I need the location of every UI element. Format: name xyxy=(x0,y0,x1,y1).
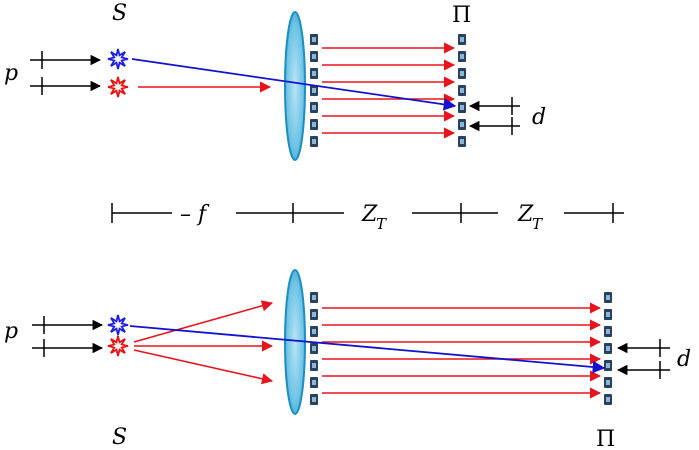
period-dimension-top xyxy=(468,97,520,135)
top-panel: S Π p d xyxy=(4,1,546,161)
star-burst-icon xyxy=(107,335,129,357)
red-rays-collimated-top xyxy=(322,42,456,139)
grating-slit-window xyxy=(312,105,316,110)
grating-slit-icon xyxy=(310,292,318,405)
grating-slit-window xyxy=(460,37,464,42)
screen-label-bottom: Π xyxy=(596,427,615,450)
star-burst-shape xyxy=(107,48,129,70)
grating-slit-window xyxy=(606,397,610,402)
blue-ray-top xyxy=(131,58,457,111)
talbot-length-label-1: Z xyxy=(361,202,378,227)
grating-slit-window xyxy=(312,380,316,385)
grating-slit-window xyxy=(312,88,316,93)
grating-slit-window xyxy=(460,88,464,93)
grating-slit-window xyxy=(606,346,610,351)
screen-label-top: Π xyxy=(452,3,471,28)
blue-ray-bottom xyxy=(129,325,606,374)
grating-slit-window xyxy=(312,397,316,402)
bottom-panel: p d S Π xyxy=(4,269,691,450)
star-burst-shape xyxy=(107,335,129,357)
grating-slit-window xyxy=(460,54,464,59)
grating-slit-window xyxy=(312,54,316,59)
red-rays-diverging-bottom xyxy=(133,300,274,385)
grating-slit-window xyxy=(460,71,464,76)
focal-length-label: – f xyxy=(180,202,210,227)
period-dimension-bottom xyxy=(616,339,670,379)
grating-slit-window xyxy=(312,295,316,300)
grating-slit-window xyxy=(460,122,464,127)
talbot-length-label-2: Z xyxy=(517,202,534,227)
grating-slit-window xyxy=(312,329,316,334)
star-burst-icon xyxy=(107,76,129,98)
grating-slit-window xyxy=(606,295,610,300)
lens-icon xyxy=(284,11,306,161)
grating-slit-window xyxy=(312,122,316,127)
grating-slit-window xyxy=(312,139,316,144)
pitch-dimension-top xyxy=(30,51,102,95)
period-label-bottom: d xyxy=(677,347,691,372)
grating-slit-window xyxy=(312,71,316,76)
grating-slit-window xyxy=(312,37,316,42)
talbot-subscript-2: T xyxy=(532,215,543,233)
star-burst-shape xyxy=(107,314,129,336)
pitch-label-top: p xyxy=(4,61,18,86)
grating-slit-window xyxy=(312,312,316,317)
star-burst-shape xyxy=(107,76,129,98)
star-burst-icon xyxy=(107,314,129,336)
grating-slit-window xyxy=(606,329,610,334)
distance-scale: – f Z T Z T xyxy=(111,202,624,233)
source-label-bottom: S xyxy=(112,425,127,450)
source-label-top: S xyxy=(112,1,127,26)
grating-slit-window xyxy=(606,380,610,385)
grating-slit-window xyxy=(312,363,316,368)
grating-slit-icon xyxy=(458,34,466,147)
red-rays-collimated-bottom xyxy=(322,302,602,399)
star-burst-icon xyxy=(107,48,129,70)
grating-slit-icon xyxy=(604,292,612,405)
period-label-top: d xyxy=(532,105,546,130)
grating-slit-window xyxy=(606,312,610,317)
grating-slit-window xyxy=(460,105,464,110)
grating-slit-window xyxy=(312,346,316,351)
pitch-label-bottom: p xyxy=(4,319,18,344)
talbot-subscript-1: T xyxy=(376,215,387,233)
grating-slit-window xyxy=(606,363,610,368)
grating-slit-window xyxy=(460,139,464,144)
pitch-dimension-bottom xyxy=(32,316,104,357)
grating-slit-icon xyxy=(310,34,318,147)
